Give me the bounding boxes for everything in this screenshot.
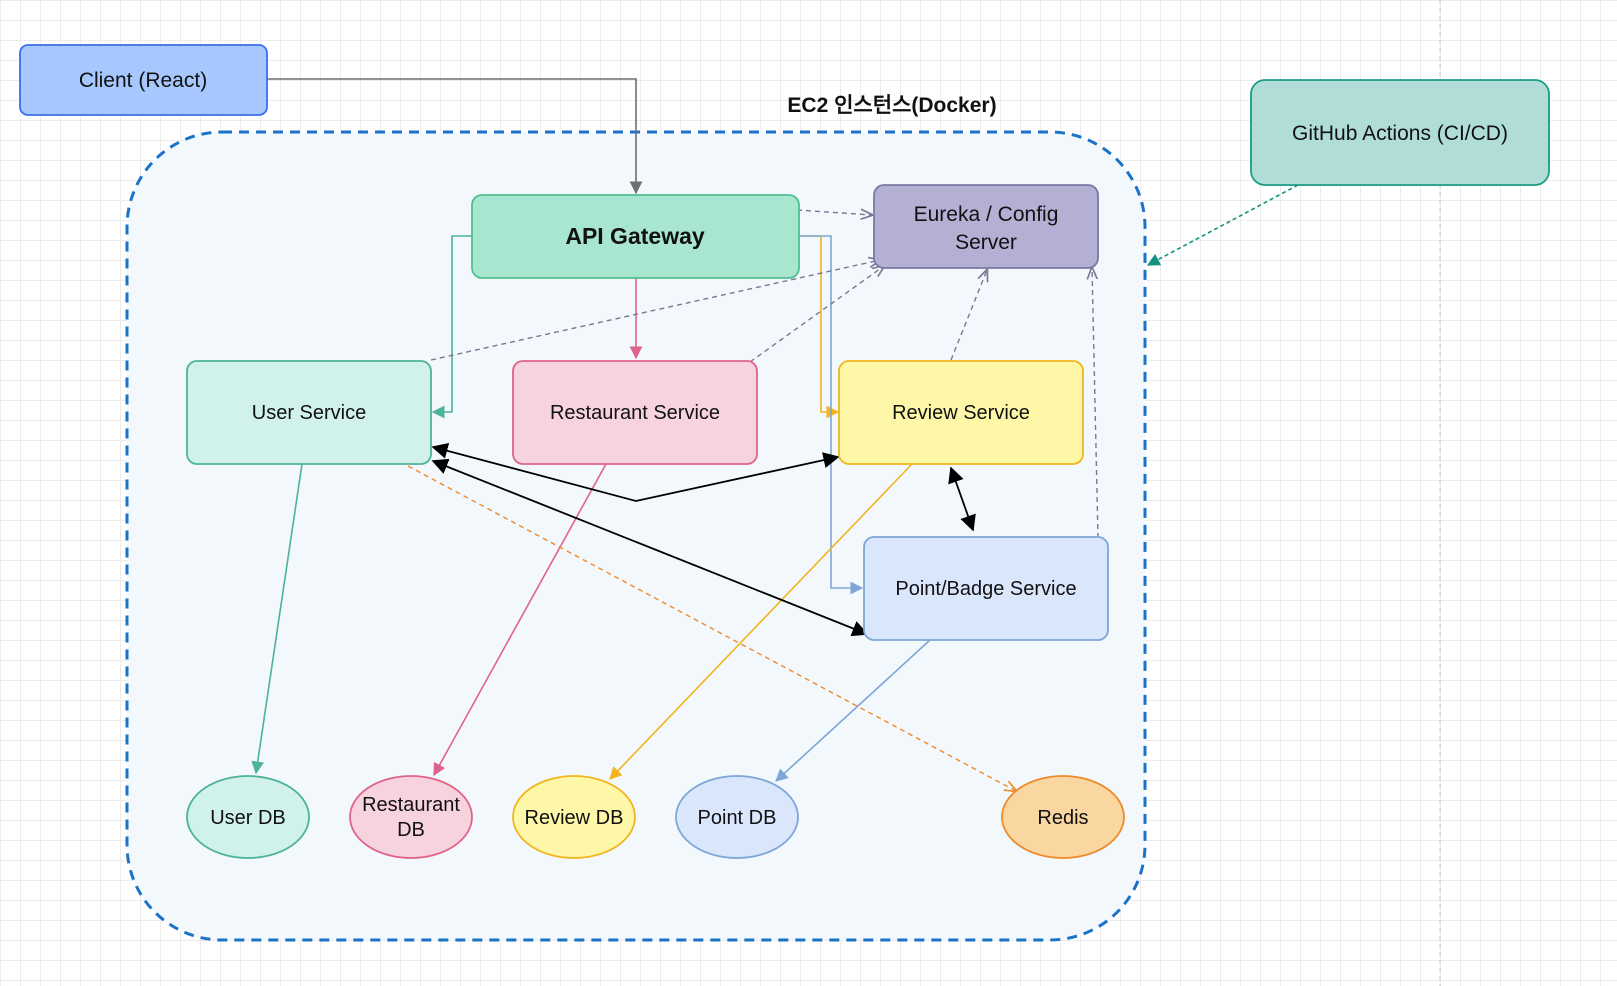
node-point-db[interactable]: Point DB [675,775,799,859]
node-review-db[interactable]: Review DB [512,775,636,859]
edge-review-point [948,466,976,532]
edge-gateway-eureka [796,210,872,215]
restaurant-db-shape [349,775,473,859]
redis-label: Redis [1037,807,1088,829]
node-review-service[interactable]: Review Service [838,360,1084,465]
node-github-actions[interactable]: GitHub Actions (CI/CD) [1250,79,1550,186]
node-point-badge-service[interactable]: Point/Badge Service [863,536,1109,641]
node-client[interactable]: Client (React) [19,44,268,116]
edge-review-eureka [950,270,987,361]
review-service-label: Review Service [892,402,1030,424]
edge-gateway-user [431,235,472,419]
edge-user-eureka [430,260,880,361]
node-restaurant-service[interactable]: Restaurant Service [512,360,758,465]
eureka-label-line2: Server [955,231,1017,254]
user-service-label: User Service [252,402,366,424]
client-label: Client (React) [79,69,207,92]
restaurant-service-label: Restaurant Service [550,402,720,424]
eureka-box [873,184,1099,269]
github-label: GitHub Actions (CI/CD) [1292,122,1508,145]
node-api-gateway[interactable]: API Gateway [471,194,800,279]
node-user-db[interactable]: User DB [186,775,310,859]
client-box [19,44,268,116]
edge-user-point [431,458,869,637]
user-service-box [186,360,432,465]
restaurant-db-label-line1: Restaurant [362,794,460,816]
review-db-label: Review DB [525,807,624,829]
restaurant-service-box [512,360,758,465]
node-eureka-config[interactable]: Eureka / Config Server [873,184,1099,269]
point-service-box [863,536,1109,641]
point-service-label: Point/Badge Service [895,578,1076,600]
edge-user-userdb [251,463,303,775]
edge-point-pointdb [775,639,931,782]
restaurant-db-label-line2: DB [397,819,425,841]
review-service-box [838,360,1084,465]
container-title: EC2 인스턴스(Docker) [787,94,996,117]
user-db-shape [186,775,310,859]
node-redis[interactable]: Redis [1001,775,1125,859]
redis-shape [1001,775,1125,859]
point-db-label: Point DB [698,807,777,829]
edge-point-eureka [1092,268,1099,539]
edge-github-ec2 [1146,184,1299,266]
edges [251,78,1299,791]
point-db-shape [675,775,799,859]
gateway-label: API Gateway [565,223,705,249]
node-restaurant-db[interactable]: Restaurant DB [349,775,473,859]
node-user-service[interactable]: User Service [186,360,432,465]
gateway-box [471,194,800,279]
edge-restaurant-eureka [749,266,884,363]
eureka-label-line1: Eureka / Config [914,203,1059,226]
review-db-shape [512,775,636,859]
user-db-label: User DB [210,807,286,829]
edge-client-gateway [267,78,643,195]
github-box [1250,79,1550,186]
